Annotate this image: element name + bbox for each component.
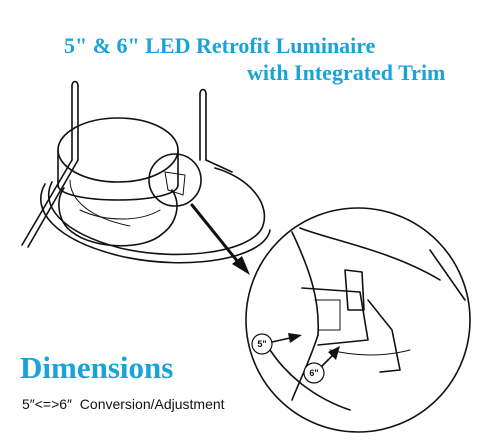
- callout-5-inch: 5": [251, 333, 302, 355]
- spring-clip-left: [21, 80, 79, 248]
- detail-leader-arrow: [190, 203, 250, 275]
- callout-6-inch: 6": [303, 346, 340, 384]
- trim-flange: [40, 167, 271, 264]
- lamp-housing: [57, 117, 179, 247]
- title-line-2: with Integrated Trim: [247, 60, 446, 85]
- detail-magnified-circle: [245, 207, 471, 433]
- callout-6-label: 6": [309, 368, 318, 378]
- dimensions-heading: Dimensions: [20, 350, 174, 385]
- callout-5-label: 5": [257, 339, 266, 349]
- conversion-caption: 5″<=>6″ Conversion/Adjustment: [22, 396, 225, 412]
- detail-source-circle: [148, 153, 202, 207]
- spring-clip-right: [199, 88, 233, 173]
- title-line-1: 5" & 6" LED Retrofit Luminaire: [64, 33, 376, 58]
- conversion-text: Conversion/Adjustment: [79, 396, 225, 412]
- conversion-sizes: 5″<=>6″: [22, 396, 73, 412]
